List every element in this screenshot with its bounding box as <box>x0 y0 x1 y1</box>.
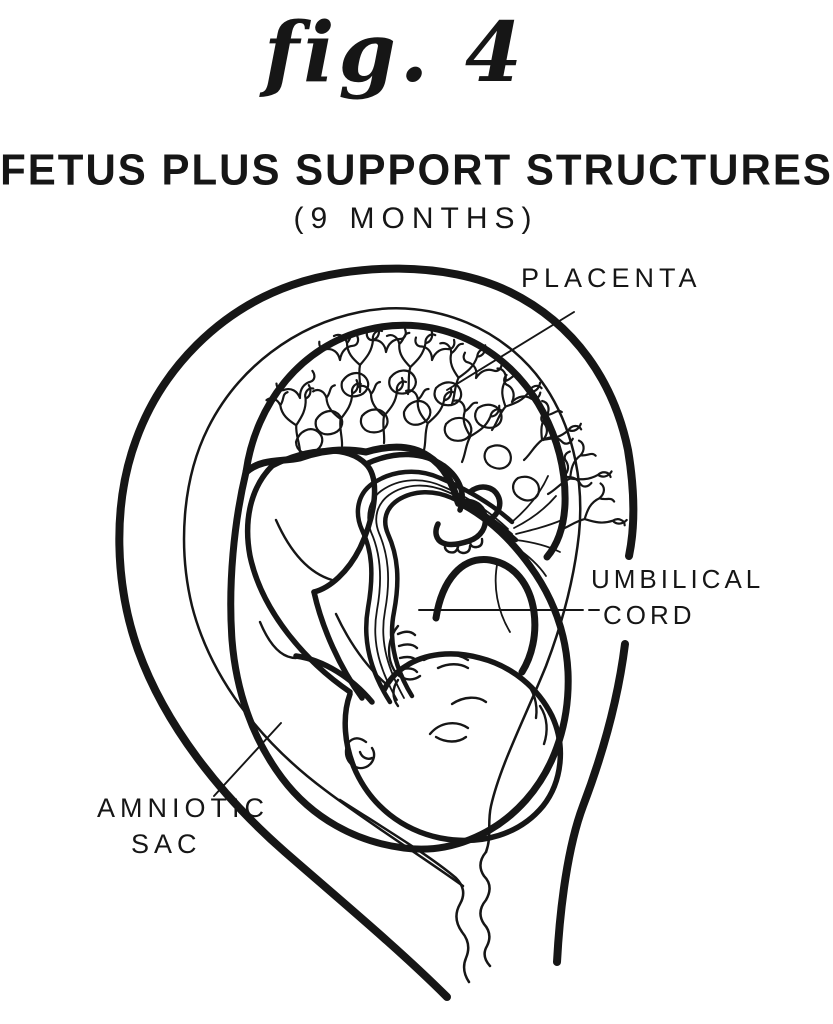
fetus-shin <box>441 463 466 513</box>
fetus-head <box>342 651 564 844</box>
label-umbilical-cord: UMBILICAL CORD <box>591 561 764 633</box>
leader-lines <box>213 311 600 797</box>
label-amniotic-line1: AMNIOTIC <box>97 793 269 823</box>
fetus-thigh <box>363 451 447 469</box>
figure-number: fig. 4 <box>264 5 526 101</box>
uterus-outer-wall <box>115 264 638 1001</box>
fetus-eye <box>428 722 470 743</box>
placenta-villi <box>264 325 630 552</box>
cervical-canal-left-lining <box>338 798 471 984</box>
fetus-hand-outline <box>387 624 422 681</box>
fetus-brow <box>450 696 488 706</box>
fetus-toes <box>443 537 484 555</box>
label-umbilical-line1: UMBILICAL <box>591 564 765 594</box>
fetus-lower-leg <box>293 653 375 705</box>
fetus-foot-2 <box>467 484 503 522</box>
umbilical-cord-drawing <box>355 469 563 705</box>
fetus-ear <box>344 737 376 770</box>
cervical-canal-right-lining <box>479 850 492 968</box>
label-amniotic-sac: AMNIOTIC SAC <box>97 790 269 862</box>
fetus-hip-line <box>258 620 298 660</box>
diagram-title: FETUS PLUS SUPPORT STRUCTURES <box>0 145 833 194</box>
fetus-arm <box>269 448 378 595</box>
fetus-arm-crease <box>274 518 334 582</box>
label-amniotic-line2: SAC <box>131 829 202 859</box>
amniotic-sac-outline <box>227 443 572 853</box>
fetus-figure <box>244 448 564 844</box>
fetus-cheek-line <box>392 678 400 708</box>
placenta-outer-plate <box>242 321 569 561</box>
sac-fold-arch <box>432 556 539 676</box>
leader-line-placenta <box>446 311 575 391</box>
fetus-belly-line <box>334 612 388 686</box>
label-umbilical-line2: CORD <box>603 600 696 630</box>
fetus-chin-folds <box>522 678 548 746</box>
fetus-hair-lines <box>422 652 470 670</box>
diagram-subtitle: (9 MONTHS) <box>293 202 539 235</box>
uterus-inner-membrane <box>182 307 582 984</box>
fetus-fingers <box>396 630 419 674</box>
leader-line-amniotic-sac <box>213 722 282 797</box>
label-placenta: PLACENTA <box>521 263 702 293</box>
